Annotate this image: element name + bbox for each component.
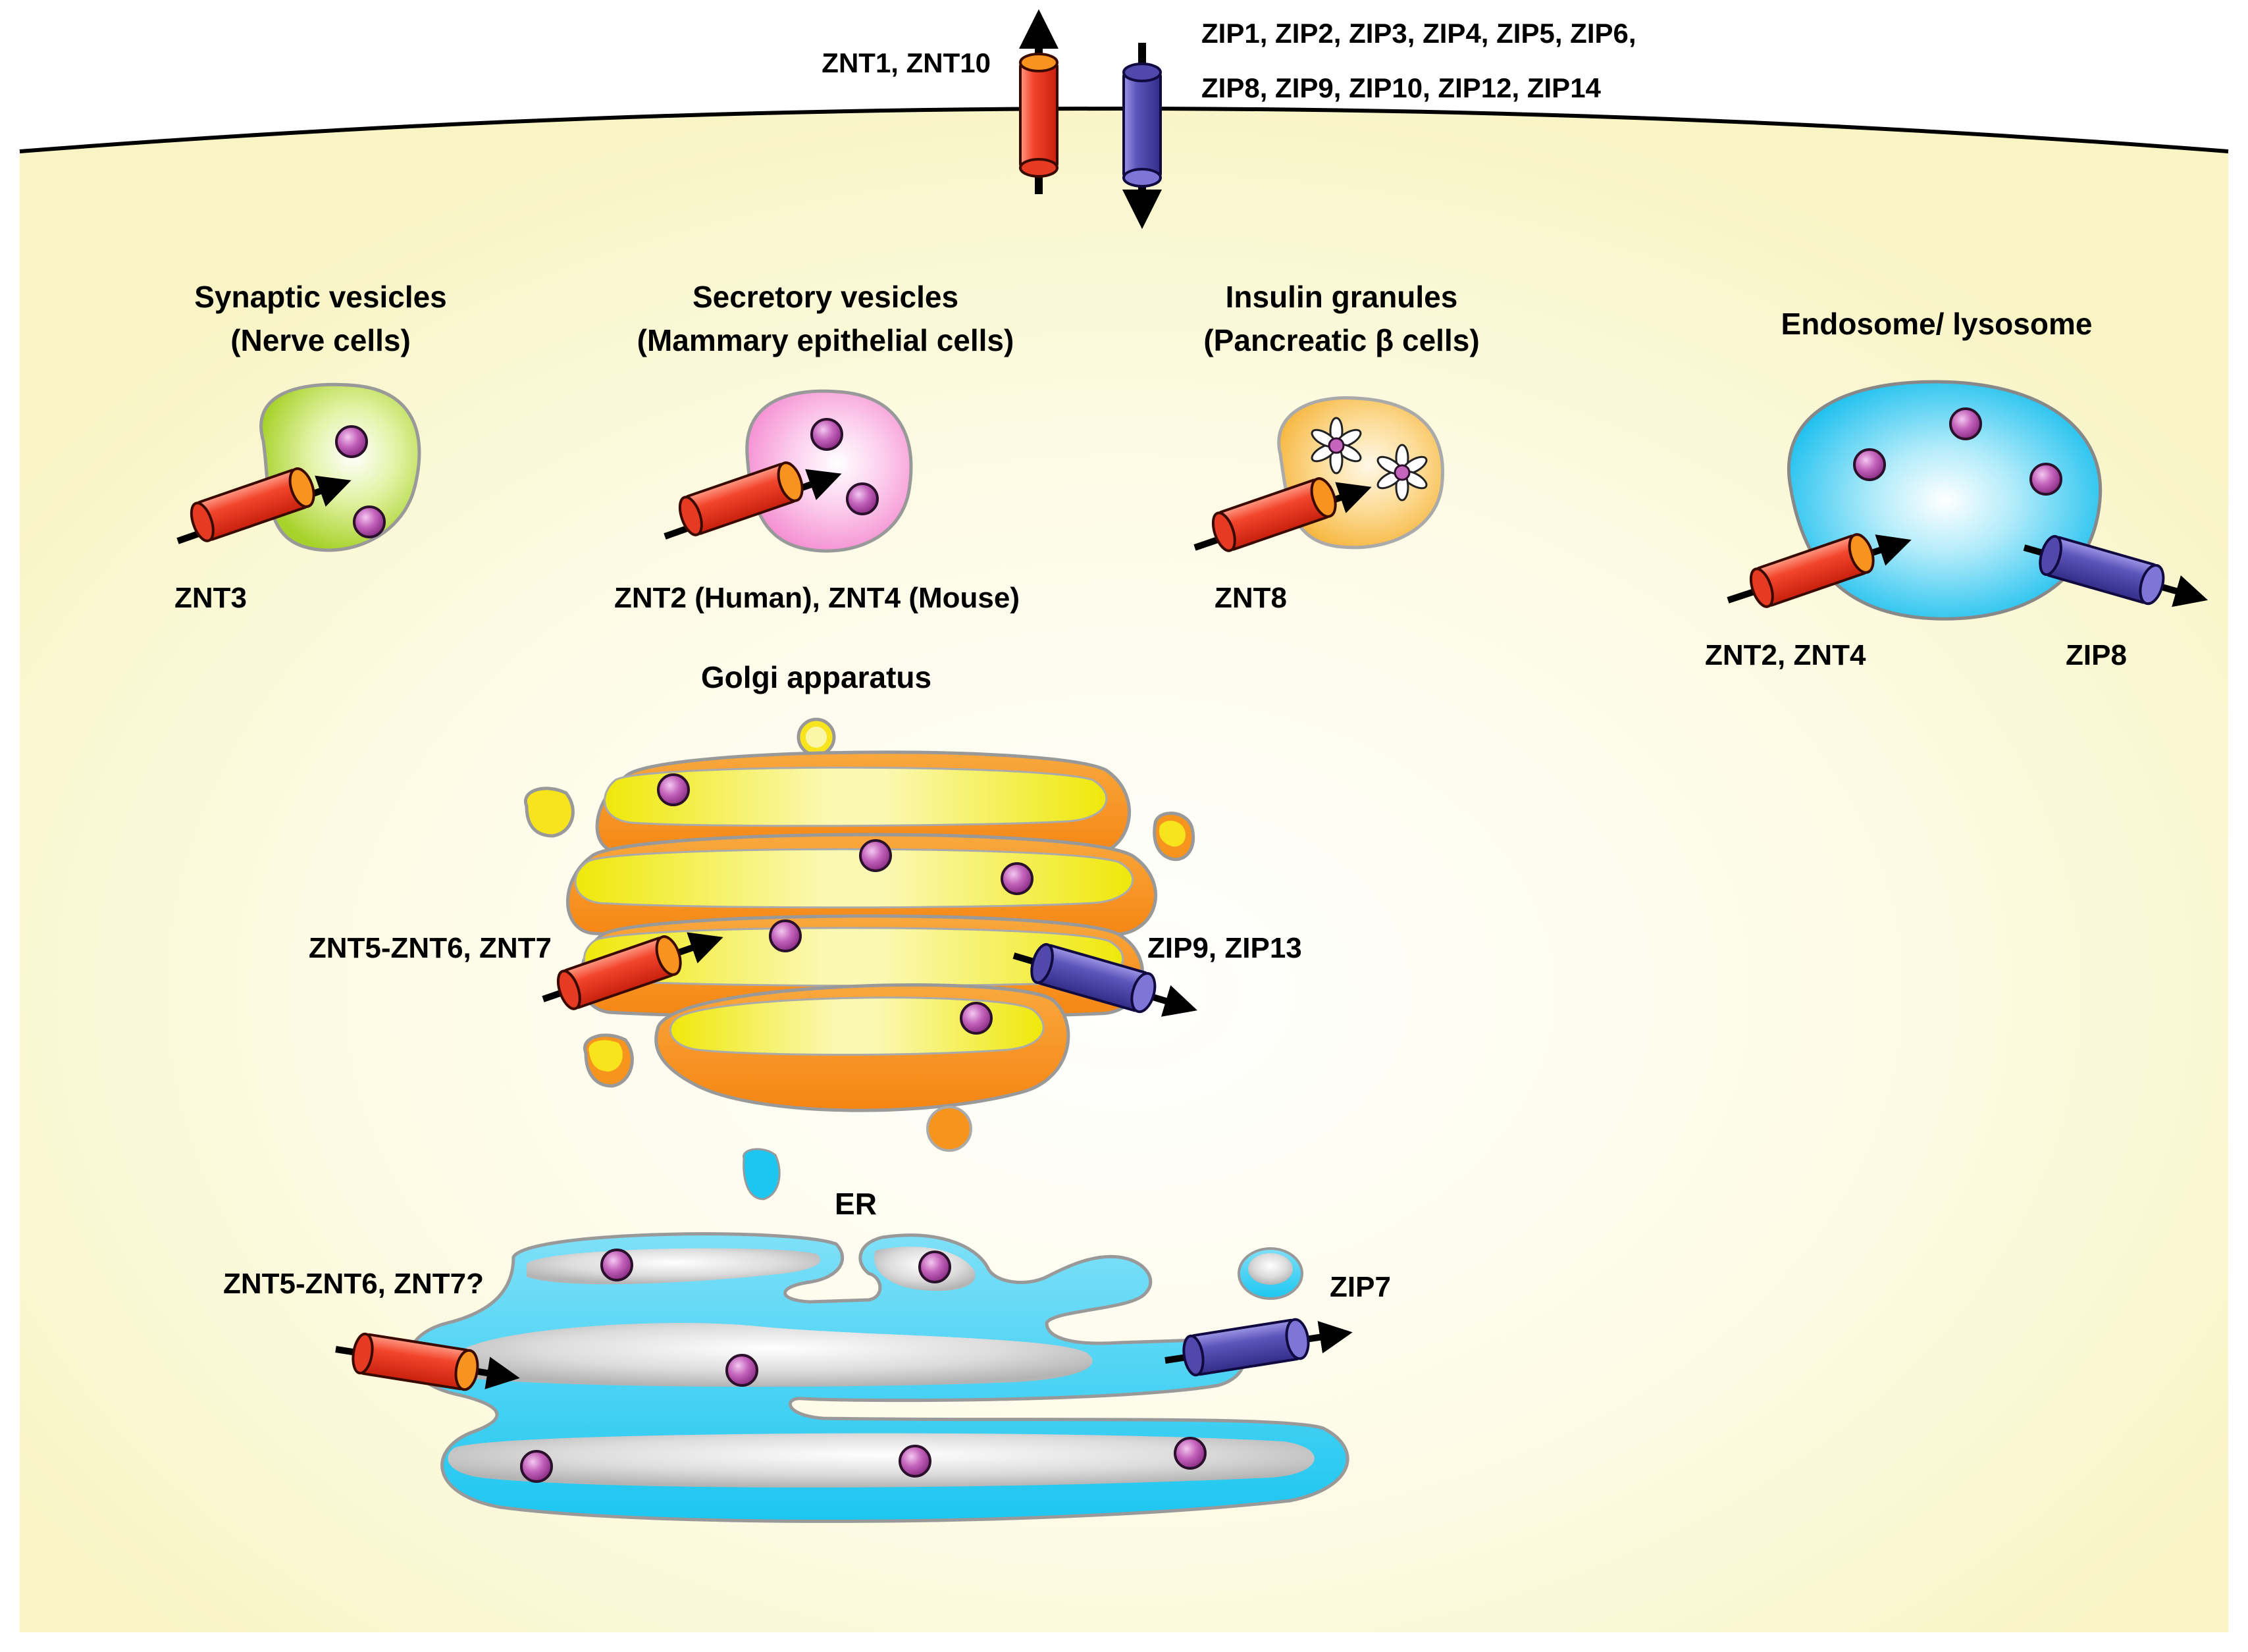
synaptic-transporter-label: ZNT3 [174, 582, 247, 614]
golgi-znt-label: ZNT5-ZNT6, ZNT7 [309, 932, 552, 964]
plasma-membrane [19, 107, 2229, 153]
er-znt-label: ZNT5-ZNT6, ZNT7? [223, 1268, 484, 1300]
plasma-znt-transporter [1019, 9, 1059, 194]
secretory-vesicle-group: Secretory vesicles (Mammary epithelial c… [614, 280, 1020, 614]
plasma-efflux-label: ZNT1, ZNT10 [822, 47, 991, 78]
er-group: ER ZNT5-ZNT6, ZNT7? ZIP7 [223, 1148, 1391, 1523]
golgi-title: Golgi apparatus [701, 660, 931, 694]
secretory-title-line1: Secretory vesicles [693, 280, 958, 314]
endosome-zip-label: ZIP8 [2066, 639, 2127, 671]
plasma-zip-transporter [1122, 43, 1162, 229]
er-zip-label: ZIP7 [1330, 1271, 1391, 1303]
plasma-influx-label-line1: ZIP1, ZIP2, ZIP3, ZIP4, ZIP5, ZIP6, [1201, 18, 1636, 49]
golgi-group: Golgi apparatus ZNT5-ZNT6 [309, 660, 1302, 1152]
insulin-title-line2: (Pancreatic β cells) [1203, 323, 1479, 357]
synaptic-title-line2: (Nerve cells) [230, 323, 411, 357]
plasma-influx-label-line2: ZIP8, ZIP9, ZIP10, ZIP12, ZIP14 [1201, 72, 1602, 103]
endosome-group: Endosome/ lysosome ZNT2, ZNT4 ZIP8 [1705, 307, 2209, 671]
plasma-membrane-transporters: ZNT1, ZNT10 ZIP1, ZIP2, ZIP3, ZIP4, ZIP5… [822, 9, 1636, 229]
secretory-transporter-label: ZNT2 (Human), ZNT4 (Mouse) [614, 582, 1020, 614]
synaptic-title-line1: Synaptic vesicles [194, 280, 447, 314]
endosome-title: Endosome/ lysosome [1781, 307, 2093, 341]
er-title: ER [835, 1187, 877, 1221]
secretory-title-line2: (Mammary epithelial cells) [637, 323, 1014, 357]
endosome-znt-label: ZNT2, ZNT4 [1705, 639, 1866, 671]
insulin-title-line1: Insulin granules [1226, 280, 1458, 314]
golgi-zip-label: ZIP9, ZIP13 [1147, 932, 1302, 964]
synaptic-vesicle-group: Synaptic vesicles (Nerve cells) ZNT3 [174, 280, 447, 614]
insulin-transporter-label: ZNT8 [1215, 582, 1287, 614]
insulin-granule-group: Insulin granules (Pancreatic β cells) ZN… [1193, 280, 1480, 614]
